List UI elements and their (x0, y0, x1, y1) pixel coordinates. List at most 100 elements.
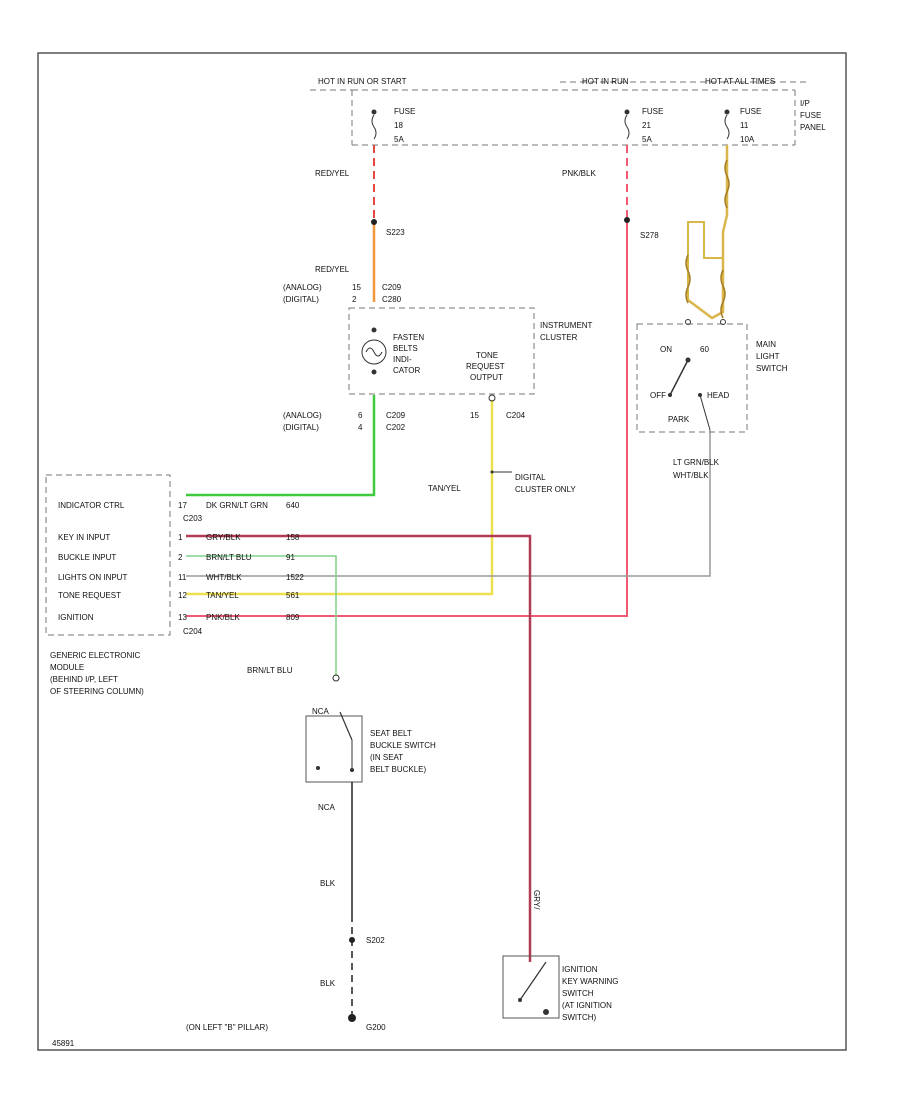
wire-label-pnk-blk: PNK/BLK (562, 169, 596, 178)
seatbelt-switch-lever (339, 711, 353, 741)
cluster-pin-bottom-analog: 6 (358, 411, 363, 420)
fuse-symbol (624, 114, 630, 140)
switch-park-label: PARK (668, 415, 690, 424)
wiring (186, 145, 730, 1018)
hot-all-times-label: HOT AT ALL TIMES (705, 77, 775, 86)
ignition-switch-lever (519, 961, 547, 1001)
seatbelt-nca-bottom: NCA (318, 803, 336, 812)
hot-run-start-label: HOT IN RUN OR START (318, 77, 407, 86)
module-desc-2: MODULE (50, 663, 84, 672)
ground-g200-label: G200 (366, 1023, 386, 1032)
module-conn-a: C203 (183, 514, 203, 523)
module-pin-label: BUCKLE INPUT (58, 553, 116, 562)
module-desc-3: (BEHIND I/P, LEFT (50, 675, 118, 684)
fuse-3-label: FUSE (740, 107, 761, 116)
wire-label-red-yel-2: RED/YEL (315, 265, 350, 274)
switch-off-label: OFF (650, 391, 666, 400)
module-pin-number: 1 (178, 533, 183, 542)
ignition-title-1: IGNITION (562, 965, 598, 974)
generic-electronic-module: C203 C204 GENERIC ELECTRONIC MODULE (BEH… (45, 474, 203, 696)
ignition-key-warning-switch: IGNITION KEY WARNING SWITCH (AT IGNITION… (502, 955, 618, 1022)
module-desc-4: OF STEERING COLUMN) (50, 687, 144, 696)
splice-s278-label: S278 (640, 231, 659, 240)
wire-label-blk-1: BLK (320, 879, 336, 888)
wire-amber-coil (724, 159, 730, 209)
fasten-belts-lamp-icon (361, 339, 387, 365)
wire-label-gry-blk: GRY/ (532, 890, 541, 910)
ignition-title-3: SWITCH (562, 989, 594, 998)
cluster-analog-top: (ANALOG) (283, 283, 322, 292)
fuse-1-number: 18 (394, 121, 403, 130)
cluster-pin-top-digital: 2 (352, 295, 357, 304)
wire-amber-coil (685, 254, 691, 304)
module-pin-wire-color: GRY/BLK (206, 533, 241, 542)
fuse-terminal (724, 109, 730, 115)
splice-s278-dot (624, 217, 630, 223)
wire-pnk-blk (186, 220, 628, 617)
wire-tan-yel (186, 400, 494, 596)
wire-amber-1 (687, 145, 729, 320)
ground-g200-dot (348, 1014, 356, 1022)
fuse-3-number: 11 (740, 121, 749, 130)
module-pin-wire-color: TAN/YEL (206, 591, 239, 600)
ground-location: (ON LEFT "B" PILLAR) (186, 1023, 268, 1032)
wire-label-red-yel: RED/YEL (315, 169, 350, 178)
module-pin-number: 12 (178, 591, 187, 600)
cluster-title-1: INSTRUMENT (540, 321, 593, 330)
fuse-panel-label-1: I/P (800, 99, 810, 108)
module-pin-number: 2 (178, 553, 183, 562)
wire-amber-coil (720, 269, 726, 319)
switch-lever (669, 359, 689, 396)
wire-brn-lt-blu (186, 555, 337, 676)
seatbelt-title-2: BUCKLE SWITCH (370, 741, 436, 750)
wire-dk-grn (186, 395, 376, 497)
module-pin-circuit: 91 (286, 553, 295, 562)
seatbelt-nca-top: NCA (312, 707, 330, 716)
module-pin-number: 11 (178, 573, 187, 582)
fasten-label-3: INDI- (393, 355, 412, 364)
cluster-conn-bottom-digital: C202 (386, 423, 406, 432)
module-pin-number: 13 (178, 613, 187, 622)
module-pin-label: KEY IN INPUT (58, 533, 110, 542)
fuse-panel-label-3: PANEL (800, 123, 826, 132)
cluster-conn-top-digital: C280 (382, 295, 402, 304)
switch-title-1: MAIN (756, 340, 776, 349)
module-pin-wire-color: PNK/BLK (206, 613, 240, 622)
module-pin-wire-color: DK GRN/LT GRN (206, 501, 268, 510)
seatbelt-title-4: BELT BUCKLE) (370, 765, 427, 774)
tone-output-1: TONE (476, 351, 498, 360)
wire-label-wht-blk: WHT/BLK (673, 471, 709, 480)
tone-output-3: OUTPUT (470, 373, 503, 382)
ignition-title-2: KEY WARNING (562, 977, 618, 986)
wire-label-blk-3: BLK (320, 979, 336, 988)
switch-head-label: HEAD (707, 391, 729, 400)
splices: S223 S278 S202 G200 (348, 217, 659, 1032)
fuse-panel: HOT IN RUN OR START HOT IN RUN HOT AT AL… (310, 77, 826, 146)
fasten-label-4: CATOR (393, 366, 420, 375)
wire-label-tan-yel: TAN/YEL (428, 484, 461, 493)
fuse-1-label: FUSE (394, 107, 415, 116)
main-light-switch: ON 60 OFF PARK HEAD MAIN LIGHT SWITCH (636, 319, 788, 433)
wire-label-lt-grn-blk: LT GRN/BLK (673, 458, 720, 467)
module-pin-label: TONE REQUEST (58, 591, 121, 600)
fuse-symbol (371, 114, 377, 140)
tone-conn: C204 (506, 411, 526, 420)
lamp-filament (365, 347, 383, 357)
cluster-pin-top-analog: 15 (352, 283, 361, 292)
splice-s223-label: S223 (386, 228, 405, 237)
fuse-1-amp: 5A (394, 135, 404, 144)
cluster-digital-bottom: (DIGITAL) (283, 423, 319, 432)
splice-s223-dot (371, 219, 377, 225)
cluster-analog-bottom: (ANALOG) (283, 411, 322, 420)
cluster-digital-top: (DIGITAL) (283, 295, 319, 304)
wire-amber-2 (687, 221, 723, 300)
splice-s202-dot (349, 937, 355, 943)
ignition-title-5: SWITCH) (562, 1013, 597, 1022)
switch-title-2: LIGHT (756, 352, 780, 361)
diagram-border (37, 52, 847, 1051)
module-pin-circuit: 640 (286, 501, 300, 510)
diagram-code: 45891 (52, 1039, 75, 1048)
module-pin-circuit: 561 (286, 591, 300, 600)
